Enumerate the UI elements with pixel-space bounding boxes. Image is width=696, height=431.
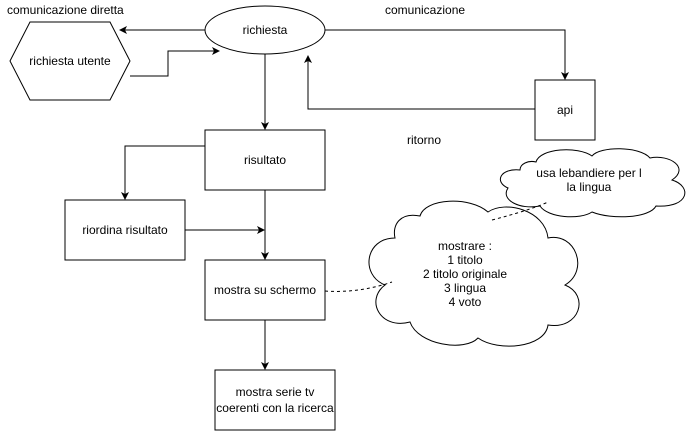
cloud-note-mostrare-line-2: 1 titolo xyxy=(447,253,483,267)
node-mostra-serie-tv-label-2: coerenti con la ricerca xyxy=(216,401,334,415)
node-riordina-risultato-label: riordina risultato xyxy=(82,223,168,237)
node-richiesta-utente[interactable]: richiesta utente xyxy=(9,21,131,101)
node-riordina-risultato[interactable]: riordina risultato xyxy=(64,199,186,261)
label-communication: comunicazione xyxy=(385,3,465,17)
edge-utente-to-richiesta xyxy=(130,47,220,77)
node-api-label: api xyxy=(557,103,573,117)
label-direct-communication: comunicazione diretta xyxy=(7,3,124,17)
node-risultato-label: risultato xyxy=(244,153,286,167)
node-mostra-su-schermo-label: mostra su schermo xyxy=(214,283,316,297)
node-richiesta-utente-label: richiesta utente xyxy=(29,54,111,68)
node-mostra-su-schermo[interactable]: mostra su schermo xyxy=(204,259,326,321)
cloud-note-mostrare-line-5: 4 voto xyxy=(449,295,482,309)
cloud-note-mostrare-line-3: 2 titolo originale xyxy=(423,267,507,281)
node-richiesta-label: richiesta xyxy=(243,23,288,37)
edge-richiesta-to-api xyxy=(325,29,569,80)
cloud-note-flags[interactable]: usa lebandiere per l la lingua xyxy=(499,148,686,218)
cloud-note-flags-line-1: usa lebandiere per l xyxy=(536,166,641,180)
node-api[interactable]: api xyxy=(534,79,596,141)
dashed-link-mostra-to-cloud xyxy=(324,281,393,292)
node-mostra-serie-tv[interactable]: mostra serie tv coerenti con la ricerca xyxy=(214,369,336,431)
cloud-note-mostrare[interactable]: mostrare : 1 titolo 2 titolo originale 3… xyxy=(368,200,580,347)
edge-api-to-richiesta xyxy=(304,55,535,110)
cloud-note-mostrare-line-4: 3 lingua xyxy=(444,281,486,295)
node-richiesta[interactable]: richiesta xyxy=(204,5,326,55)
node-mostra-serie-tv-label-1: mostra serie tv xyxy=(236,385,315,399)
edge-risultato-to-riordina xyxy=(121,145,205,200)
dashed-link-cloud-to-flags xyxy=(491,201,549,221)
label-return: ritorno xyxy=(407,133,441,147)
cloud-note-flags-line-2: la lingua xyxy=(567,180,612,194)
cloud-note-mostrare-line-1: mostrare : xyxy=(438,239,492,253)
node-risultato[interactable]: risultato xyxy=(204,129,326,191)
